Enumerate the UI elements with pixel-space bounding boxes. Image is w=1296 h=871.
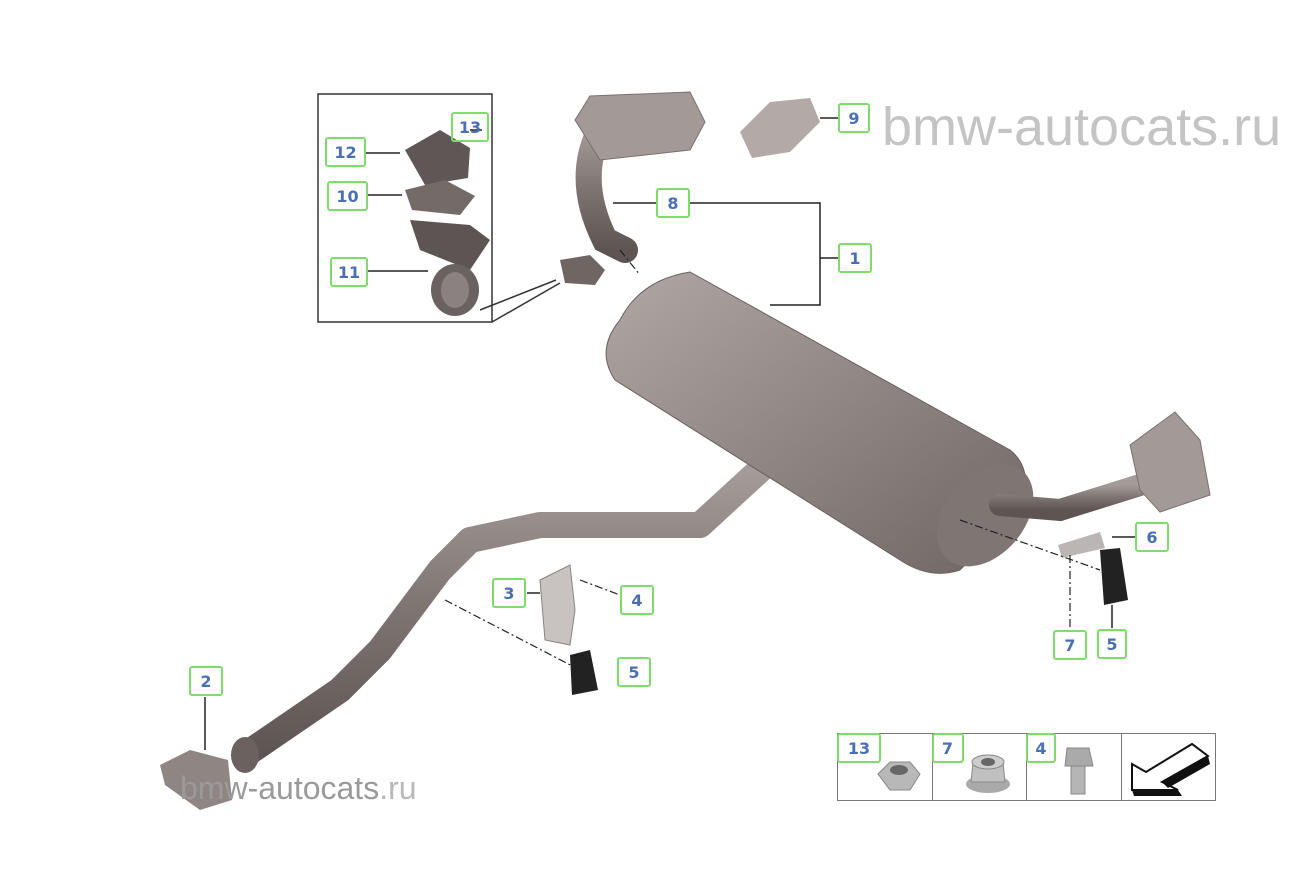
legend-item-bolt: 4: [1026, 733, 1122, 800]
watermark-main: bmw-autocats: [180, 770, 380, 806]
fastener-legend: 13 7 4: [837, 733, 1216, 801]
callout-13[interactable]: 13: [451, 112, 489, 142]
callout-4[interactable]: 4: [620, 585, 654, 615]
legend-label-4[interactable]: 4: [1026, 733, 1056, 763]
watermark-bottom: bmw-autocats.ru: [180, 770, 417, 807]
legend-label-13[interactable]: 13: [837, 733, 881, 763]
callout-3[interactable]: 3: [492, 578, 526, 608]
inset-frame: [317, 93, 561, 323]
direction-arrow-icon: [1130, 742, 1210, 796]
front-pipe: [232, 457, 773, 768]
callout-6[interactable]: 6: [1135, 522, 1169, 552]
callout-1[interactable]: 1: [838, 243, 872, 273]
legend-item-hex-nut: 13: [837, 733, 933, 800]
watermark-top: bmw-autocats.ru: [882, 97, 1282, 157]
callout-5-left[interactable]: 5: [617, 657, 651, 687]
callout-8[interactable]: 8: [656, 188, 690, 218]
callout-7[interactable]: 7: [1053, 630, 1087, 660]
left-tail-tip: [574, 91, 706, 161]
flange-nut-icon: [965, 754, 1010, 793]
legend-label-7[interactable]: 7: [931, 733, 964, 763]
callout-10[interactable]: 10: [327, 181, 368, 211]
watermark-suffix: .ru: [379, 770, 417, 806]
callout-9[interactable]: 9: [838, 103, 870, 133]
tail-tip-9: [740, 98, 820, 158]
pipe-clamp: [160, 750, 232, 810]
callout-2[interactable]: 2: [189, 666, 223, 696]
legend-item-direction: [1122, 734, 1216, 800]
callout-5-right[interactable]: 5: [1097, 629, 1127, 659]
callout-11[interactable]: 11: [330, 257, 368, 287]
hex-bolt-icon: [1064, 747, 1094, 795]
legend-item-flange-nut: 7: [931, 733, 1027, 800]
callout-12[interactable]: 12: [325, 137, 366, 167]
hex-nut-icon: [877, 761, 921, 791]
right-tail-tip: [1129, 411, 1211, 513]
